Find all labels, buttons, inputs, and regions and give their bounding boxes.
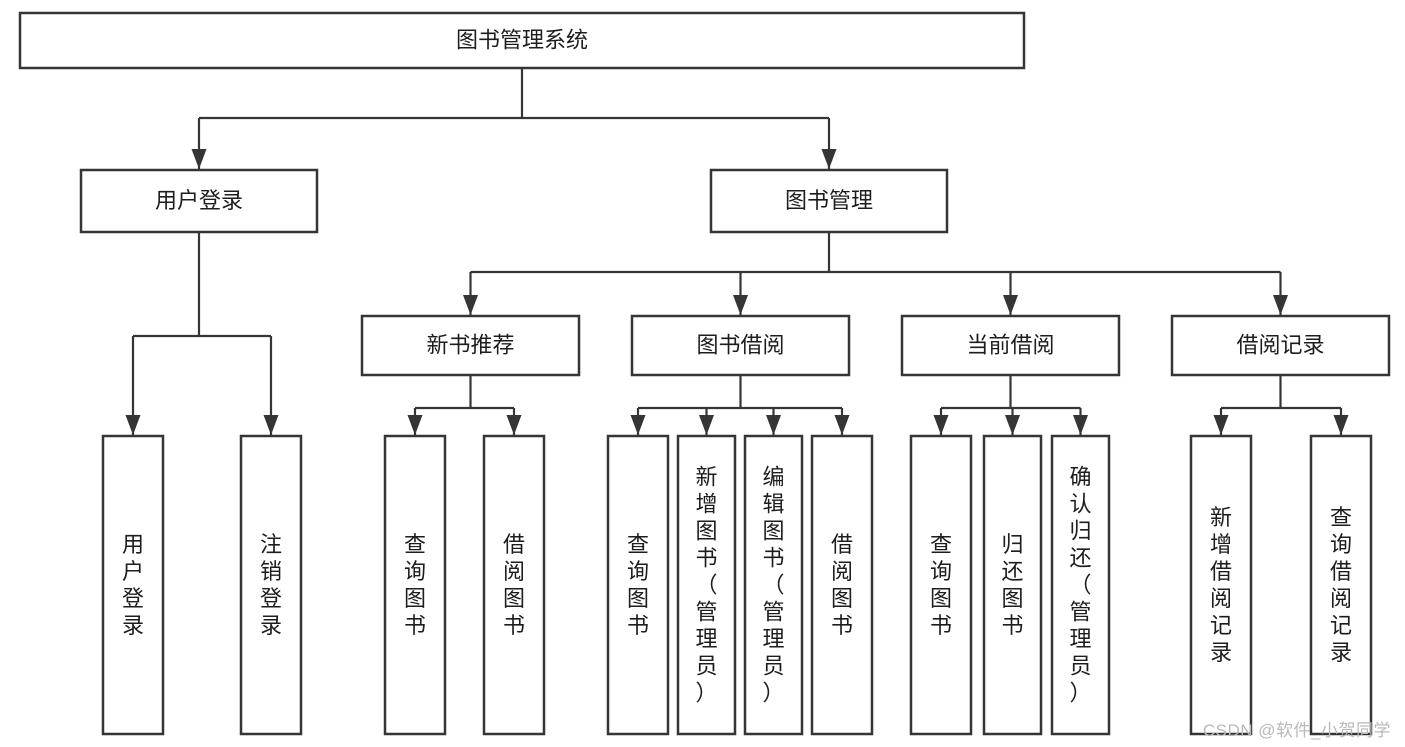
- node-label-leaf-nb-query: 查询图书: [404, 532, 426, 638]
- arrow-head-icon: [191, 149, 207, 169]
- node-box-current-borrow[interactable]: [900, 314, 1121, 377]
- arrow-head-icon: [463, 295, 478, 315]
- arrow-head-icon: [1005, 415, 1020, 435]
- connector-group: [125, 232, 279, 435]
- node-box-root[interactable]: [18, 11, 1026, 70]
- arrow-head-icon: [933, 415, 949, 435]
- node-leaf-bb-edit[interactable]: 编辑图书（管理员）: [743, 434, 804, 736]
- arrow-head-icon: [630, 415, 646, 435]
- node-label-root: 图书管理系统: [456, 27, 588, 52]
- arrow-head-icon: [506, 415, 522, 435]
- node-label-leaf-br-query: 查询借阅记录: [1330, 505, 1352, 665]
- arrow-head-icon: [125, 415, 141, 435]
- node-label-leaf-bb-borrow: 借阅图书: [831, 532, 853, 638]
- node-box-leaf-br-add[interactable]: [1189, 434, 1253, 736]
- node-box-leaf-nb-borrow[interactable]: [482, 434, 546, 736]
- node-box-user-login[interactable]: [79, 168, 319, 234]
- node-label-leaf-bb-add: 新增图书（管理员）: [695, 465, 717, 706]
- csdn-watermark: CSDN @软件_小贺同学: [1202, 721, 1391, 740]
- node-box-borrow-record[interactable]: [1170, 314, 1391, 377]
- node-leaf-bb-query[interactable]: 查询图书: [606, 434, 670, 736]
- arrow-head-icon: [1273, 295, 1288, 315]
- arrow-head-icon: [699, 415, 714, 435]
- node-leaf-bb-add[interactable]: 新增图书（管理员）: [676, 434, 737, 736]
- node-leaf-nb-query[interactable]: 查询图书: [383, 434, 447, 736]
- node-box-leaf-bb-add[interactable]: [676, 434, 737, 736]
- connector-group: [463, 232, 1288, 315]
- arrow-head-icon: [766, 415, 781, 435]
- node-box-book-borrow[interactable]: [630, 314, 851, 377]
- arrow-head-icon: [821, 149, 837, 169]
- nodes-layer: 图书管理系统用户登录图书管理新书推荐图书借阅当前借阅借阅记录用户登录注销登录查询…: [18, 11, 1391, 736]
- connector-group: [933, 375, 1088, 435]
- node-leaf-logout[interactable]: 注销登录: [239, 434, 303, 736]
- node-label-leaf-cb-confirm: 确认归还（管理员）: [1069, 465, 1091, 706]
- connector-group: [1213, 375, 1349, 435]
- node-box-book-manage[interactable]: [709, 168, 949, 234]
- node-box-leaf-nb-query[interactable]: [383, 434, 447, 736]
- node-leaf-cb-query[interactable]: 查询图书: [909, 434, 973, 736]
- node-label-leaf-user-login: 用户登录: [122, 532, 144, 638]
- node-label-user-login: 用户登录: [155, 188, 243, 213]
- arrow-head-icon: [1333, 415, 1349, 435]
- node-leaf-nb-borrow[interactable]: 借阅图书: [482, 434, 546, 736]
- arrow-head-icon: [733, 295, 748, 315]
- arrow-head-icon: [1073, 415, 1088, 435]
- node-label-leaf-bb-edit: 编辑图书（管理员）: [762, 465, 784, 706]
- node-label-borrow-record: 借阅记录: [1236, 332, 1324, 357]
- node-leaf-cb-return[interactable]: 归还图书: [982, 434, 1043, 736]
- connector-group: [407, 375, 522, 435]
- arrow-head-icon: [407, 415, 423, 435]
- connector-lines-layer: [125, 68, 1349, 435]
- node-label-leaf-br-add: 新增借阅记录: [1210, 505, 1232, 665]
- node-label-leaf-cb-return: 归还图书: [1001, 532, 1023, 638]
- arrow-head-icon: [1003, 295, 1018, 315]
- node-leaf-bb-borrow[interactable]: 借阅图书: [810, 434, 874, 736]
- node-leaf-br-add[interactable]: 新增借阅记录: [1189, 434, 1253, 736]
- arrow-head-icon: [834, 415, 850, 435]
- node-box-leaf-bb-edit[interactable]: [743, 434, 804, 736]
- connector-group: [191, 68, 837, 169]
- node-box-leaf-cb-query[interactable]: [909, 434, 973, 736]
- node-box-leaf-cb-return[interactable]: [982, 434, 1043, 736]
- node-book-manage[interactable]: 图书管理: [709, 168, 949, 234]
- node-box-leaf-logout[interactable]: [239, 434, 303, 736]
- node-label-leaf-cb-query: 查询图书: [930, 532, 952, 638]
- node-borrow-record[interactable]: 借阅记录: [1170, 314, 1391, 377]
- node-current-borrow[interactable]: 当前借阅: [900, 314, 1121, 377]
- node-label-book-borrow: 图书借阅: [696, 332, 784, 357]
- node-box-leaf-bb-query[interactable]: [606, 434, 670, 736]
- node-root[interactable]: 图书管理系统: [18, 11, 1026, 70]
- node-label-leaf-logout: 注销登录: [260, 532, 282, 638]
- node-leaf-user-login[interactable]: 用户登录: [101, 434, 165, 736]
- node-box-leaf-cb-confirm[interactable]: [1050, 434, 1111, 736]
- node-leaf-cb-confirm[interactable]: 确认归还（管理员）: [1050, 434, 1111, 736]
- node-label-current-borrow: 当前借阅: [966, 332, 1054, 357]
- arrow-head-icon: [263, 415, 279, 435]
- connector-group: [630, 375, 850, 435]
- node-leaf-br-query[interactable]: 查询借阅记录: [1309, 434, 1373, 736]
- node-label-leaf-nb-borrow: 借阅图书: [503, 532, 525, 638]
- node-new-book[interactable]: 新书推荐: [360, 314, 581, 377]
- node-book-borrow[interactable]: 图书借阅: [630, 314, 851, 377]
- node-box-leaf-bb-borrow[interactable]: [810, 434, 874, 736]
- node-user-login[interactable]: 用户登录: [79, 168, 319, 234]
- node-label-new-book: 新书推荐: [426, 332, 514, 357]
- node-label-leaf-bb-query: 查询图书: [627, 532, 649, 638]
- node-box-leaf-br-query[interactable]: [1309, 434, 1373, 736]
- node-box-new-book[interactable]: [360, 314, 581, 377]
- node-label-book-manage: 图书管理: [785, 188, 873, 213]
- arrow-head-icon: [1213, 415, 1229, 435]
- node-box-leaf-user-login[interactable]: [101, 434, 165, 736]
